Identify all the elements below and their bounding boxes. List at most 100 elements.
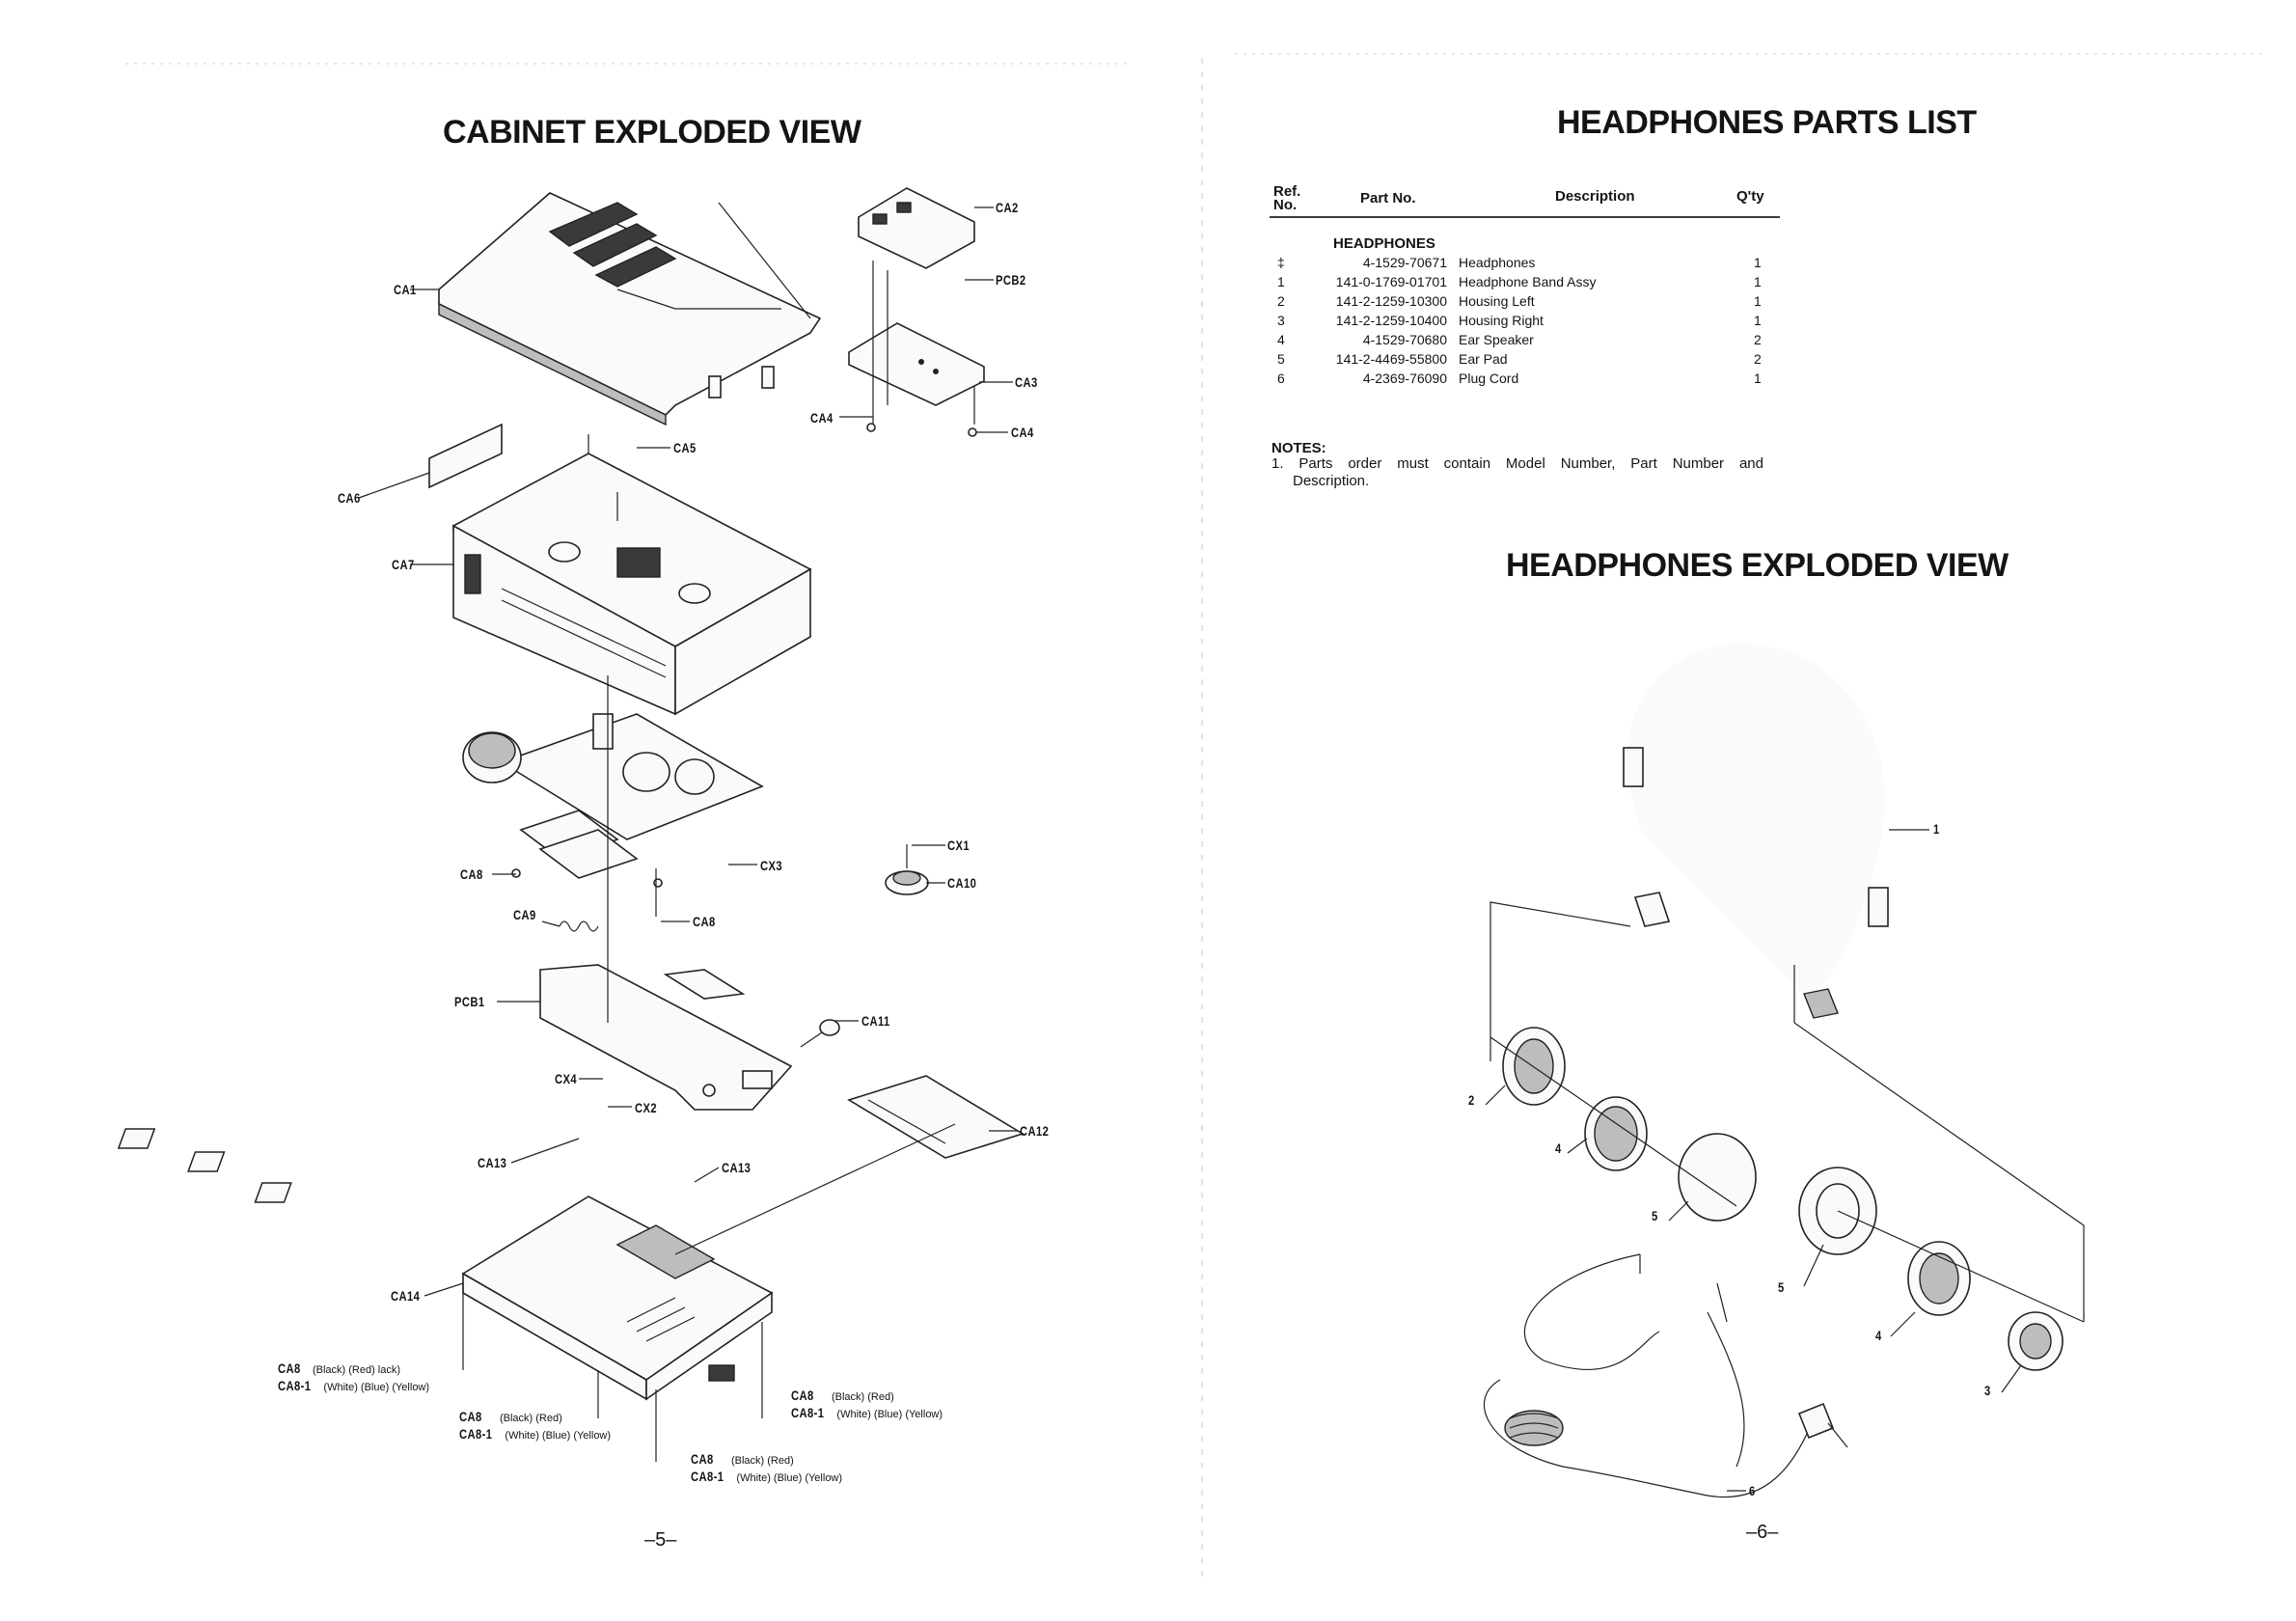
left-page-title: CABINET EXPLODED VIEW <box>443 114 861 151</box>
row-ref: 4 <box>1277 332 1285 347</box>
screw-note-4: CA8 (Black) (Red) CA8-1 (White) (Blue) (… <box>691 1451 842 1486</box>
row-part: 141-0-1769-01701 <box>1335 274 1447 289</box>
pad-ca13-a <box>117 1128 156 1149</box>
row-part: 141-2-1259-10300 <box>1335 293 1447 309</box>
table-row: 5 141-2-4469-55800 Ear Pad 2 <box>1270 351 1781 371</box>
row-qty: 1 <box>1754 371 1762 386</box>
spring-ca9 <box>559 920 599 932</box>
screw-note-1-colors-2: (White) (Blue) (Yellow) <box>323 1382 430 1393</box>
gear-ca10 <box>885 844 929 895</box>
callout-2: 2 <box>1468 1092 1475 1108</box>
screw-note-2-label-2: CA8-1 <box>459 1426 493 1442</box>
callout-cx1: CX1 <box>947 838 970 853</box>
screw-note-2-colors: (Black) (Red) <box>499 1413 562 1424</box>
table-header-qty: Q'ty <box>1736 188 1764 205</box>
callout-ca2: CA2 <box>996 200 1019 215</box>
screw-note-1-label-2: CA8-1 <box>278 1378 312 1393</box>
callout-cx2: CX2 <box>635 1100 657 1115</box>
callout-cx3: CX3 <box>760 858 782 873</box>
callout-cx4: CX4 <box>555 1071 577 1086</box>
bottom-cover-ca14 <box>461 1195 774 1401</box>
screw-note-3-label-2: CA8-1 <box>791 1405 825 1420</box>
table-row: 4 4-1529-70680 Ear Speaker 2 <box>1270 332 1781 351</box>
row-desc: Housing Right <box>1459 313 1544 328</box>
screw-note-3: CA8 (Black) (Red) CA8-1 (White) (Blue) (… <box>791 1387 943 1422</box>
row-ref: 5 <box>1277 351 1285 367</box>
screw-note-3-colors: (Black) (Red) <box>831 1391 894 1403</box>
chassis-ca7 <box>452 434 812 716</box>
row-ref: 1 <box>1277 274 1285 289</box>
row-desc: Headphone Band Assy <box>1459 274 1597 289</box>
callout-5-left: 5 <box>1652 1208 1658 1223</box>
top-cover-ca1 <box>438 192 822 426</box>
bracket-ca2-pcb2 <box>848 187 985 437</box>
row-part: 4-2369-76090 <box>1362 371 1447 386</box>
ring-ca11 <box>800 1019 840 1048</box>
row-desc: Plug Cord <box>1459 371 1519 386</box>
row-qty: 2 <box>1754 332 1762 347</box>
callout-ca3: CA3 <box>1015 374 1038 390</box>
callout-ca4-left: CA4 <box>810 410 834 426</box>
screw-note-2: CA8 (Black) (Red) CA8-1 (White) (Blue) (… <box>459 1409 611 1443</box>
callout-ca12: CA12 <box>1020 1123 1050 1139</box>
row-desc: Ear Pad <box>1459 351 1508 367</box>
screw-note-3-label: CA8 <box>791 1387 814 1403</box>
row-desc: Housing Left <box>1459 293 1535 309</box>
callout-ca9: CA9 <box>513 907 536 922</box>
table-row: 6 4-2369-76090 Plug Cord 1 <box>1270 371 1781 390</box>
table-row: 3 141-2-1259-10400 Housing Right 1 <box>1270 313 1781 332</box>
table-header-ref: Ref. No. <box>1273 184 1300 213</box>
row-ref: 6 <box>1277 371 1285 386</box>
callout-ca11: CA11 <box>861 1013 890 1029</box>
row-desc: Headphones <box>1459 255 1536 270</box>
row-part: 141-2-1259-10400 <box>1335 313 1447 328</box>
row-qty: 1 <box>1754 274 1762 289</box>
row-ref: 2 <box>1277 293 1285 309</box>
callout-ca13-left: CA13 <box>478 1155 507 1170</box>
row-part: 4-1529-70671 <box>1362 255 1447 270</box>
callout-ca6: CA6 <box>338 490 361 506</box>
callout-ca1: CA1 <box>394 282 417 297</box>
table-header-part-no: Part No. <box>1360 190 1416 206</box>
row-desc: Ear Speaker <box>1459 332 1534 347</box>
callout-ca5: CA5 <box>673 440 697 455</box>
leader-lines-left <box>358 202 1018 1462</box>
row-part: 4-1529-70680 <box>1362 332 1447 347</box>
callout-5-right: 5 <box>1778 1279 1785 1295</box>
row-qty: 1 <box>1754 293 1762 309</box>
callout-ca8-left: CA8 <box>460 866 483 882</box>
table-row: 2 141-2-1259-10300 Housing Left 1 <box>1270 293 1781 313</box>
notes-line-1: 1. Parts order must contain Model Number… <box>1271 455 1763 472</box>
headphones-exploded-drawing <box>1483 638 2085 1498</box>
screw-note-1-colors: (Black) (Red) lack) <box>312 1364 401 1376</box>
table-group-headphones: HEADPHONES <box>1333 235 1435 252</box>
callout-ca4-right: CA4 <box>1011 425 1034 440</box>
callout-3: 3 <box>1984 1383 1991 1398</box>
right-page-number: –6– <box>1746 1522 1779 1543</box>
table-header-ref-2: No. <box>1273 197 1298 213</box>
row-ref: ‡ <box>1277 255 1285 270</box>
row-ref: 3 <box>1277 313 1285 328</box>
callout-ca13-right: CA13 <box>722 1160 752 1175</box>
headphones-exploded-title: HEADPHONES EXPLODED VIEW <box>1506 547 2009 584</box>
callout-ca8-mid: CA8 <box>693 914 716 929</box>
callout-1: 1 <box>1933 821 1940 837</box>
callout-ca10: CA10 <box>947 875 977 891</box>
screw-note-4-colors: (Black) (Red) <box>730 1455 794 1467</box>
table-header-description: Description <box>1555 188 1635 205</box>
table-row: ‡ 4-1529-70671 Headphones 1 <box>1270 255 1781 274</box>
table-row: 1 141-0-1769-01701 Headphone Band Assy 1 <box>1270 274 1781 293</box>
label-ca6 <box>428 423 503 489</box>
callout-6: 6 <box>1749 1483 1756 1498</box>
screw-note-1: CA8 (Black) (Red) lack) CA8-1 (White) (B… <box>278 1360 429 1395</box>
screw-note-4-label: CA8 <box>691 1451 714 1467</box>
callout-4-left: 4 <box>1555 1140 1562 1156</box>
callout-ca14: CA14 <box>391 1288 421 1304</box>
screw-note-4-colors-2: (White) (Blue) (Yellow) <box>736 1472 843 1484</box>
cabinet-exploded-drawing <box>117 187 1025 1462</box>
pcb1-board <box>539 675 793 1111</box>
callout-4-right: 4 <box>1875 1328 1882 1343</box>
screw-note-3-colors-2: (White) (Blue) (Yellow) <box>836 1409 943 1420</box>
callout-pcb2: PCB2 <box>996 272 1026 288</box>
